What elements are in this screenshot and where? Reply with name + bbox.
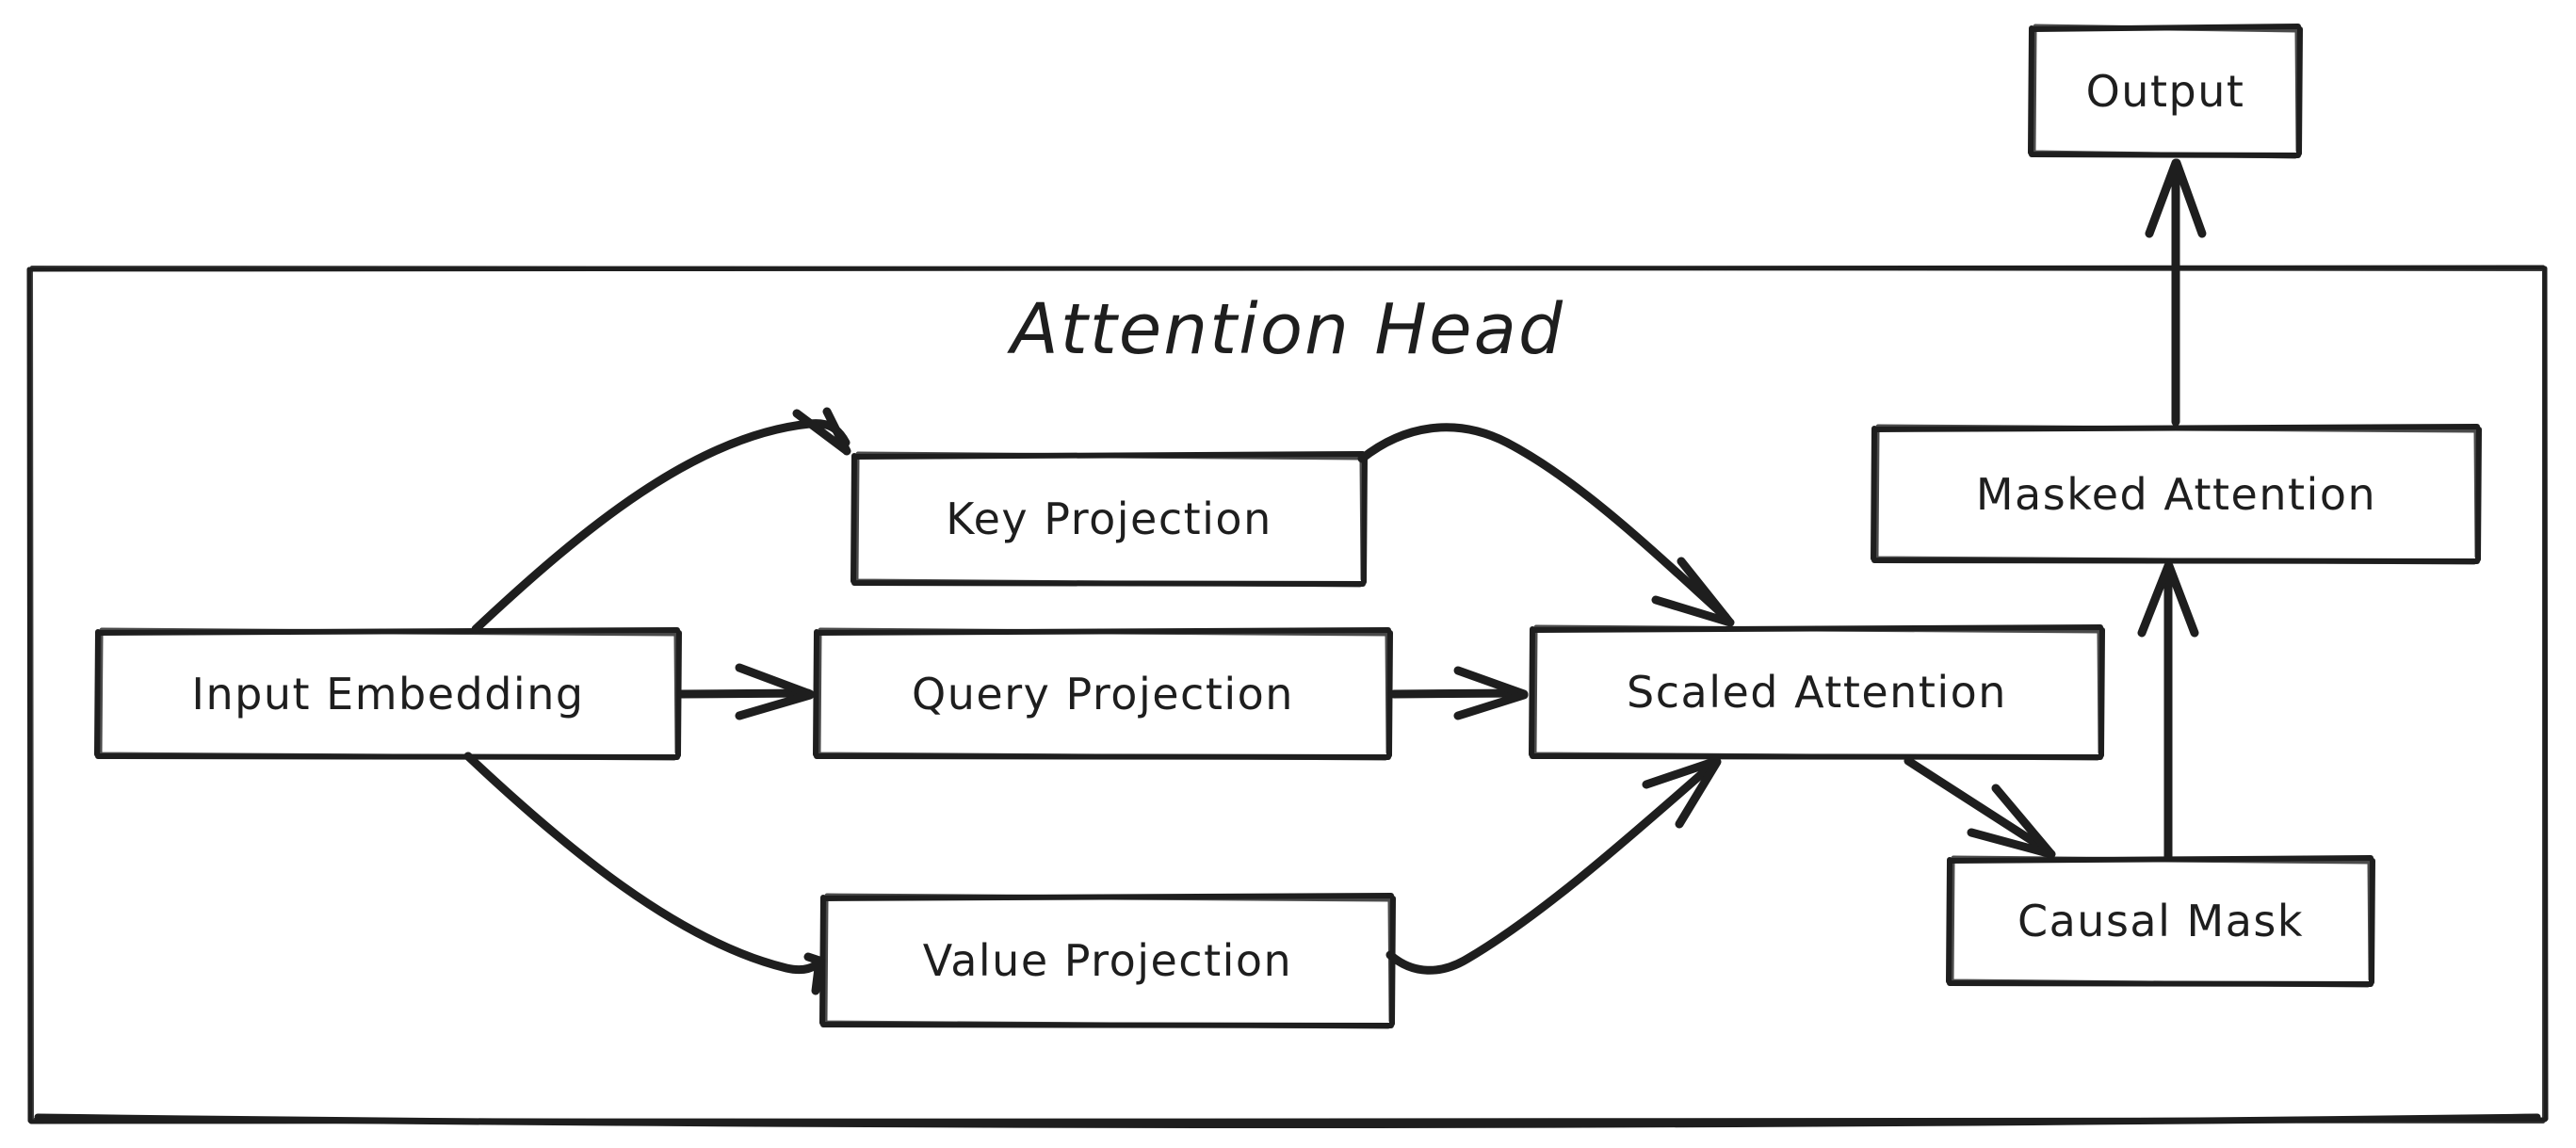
node-box-output[interactable] <box>2028 24 2303 159</box>
group-attention-head <box>26 265 2549 1128</box>
node-box-value-projection[interactable] <box>819 893 1396 1029</box>
node-box-input-embedding[interactable] <box>94 627 682 761</box>
edge-causal-to-masked <box>2137 561 2199 862</box>
edge-input-to-query <box>677 663 815 720</box>
edge-query-to-scaled <box>1389 666 1529 720</box>
edge-masked-to-output <box>2145 158 2207 427</box>
edge-scaled-to-causal <box>1904 756 2056 859</box>
node-box-causal-mask[interactable] <box>1946 855 2375 988</box>
node-box-query-projection[interactable] <box>813 627 1393 761</box>
node-box-key-projection[interactable] <box>851 451 1368 588</box>
edge-value-to-scaled <box>1385 756 1722 975</box>
edge-input-to-key <box>471 407 851 634</box>
node-box-masked-attention[interactable] <box>1871 424 2482 565</box>
edge-key-to-scaled <box>1357 423 1735 627</box>
edge-input-to-value <box>463 752 824 995</box>
node-box-scaled-attention[interactable] <box>1529 624 2105 761</box>
